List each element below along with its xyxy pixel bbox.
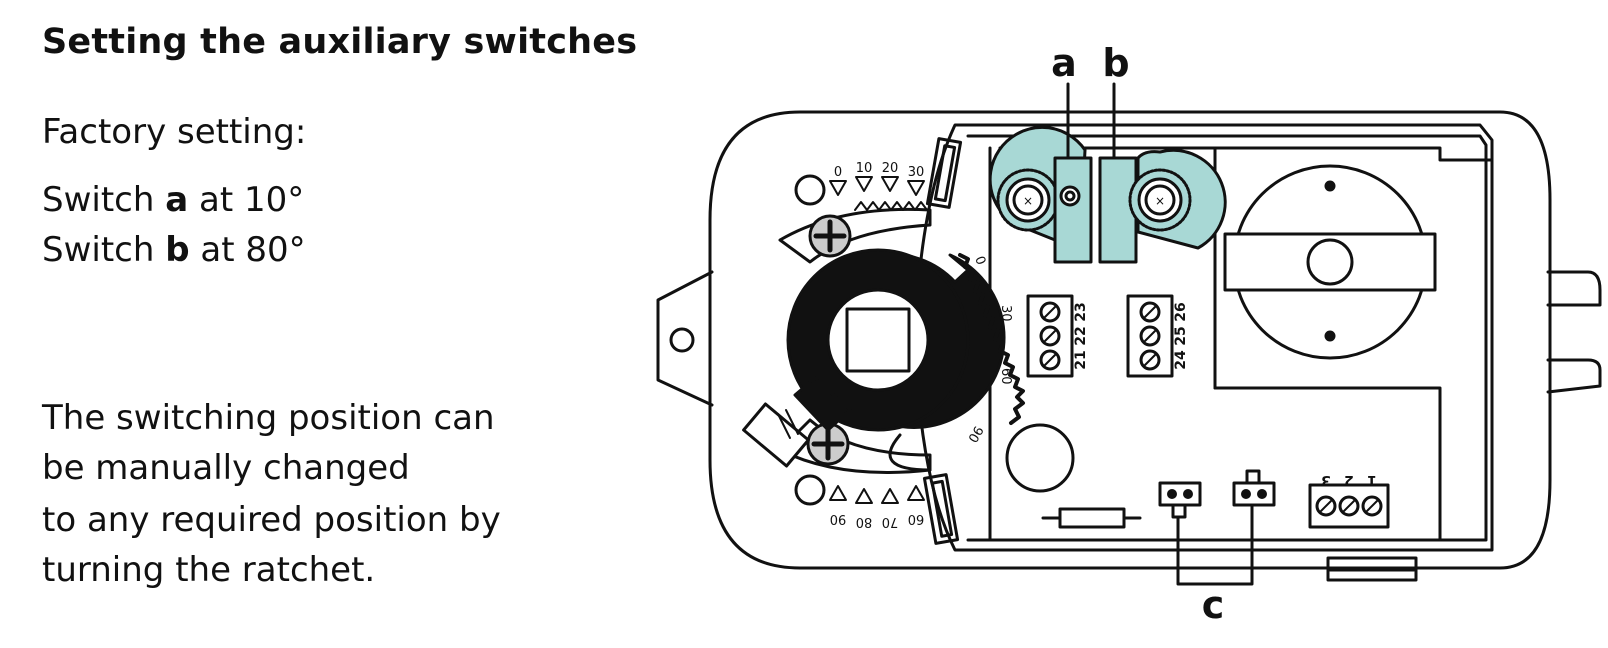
switch-a-id: a [165, 180, 189, 220]
scale-bottom-label: 90 [830, 511, 847, 526]
dial-scale-label: 30 [998, 305, 1013, 322]
indicator-hole [794, 474, 826, 506]
switch-b-value: at 80° [200, 230, 306, 270]
scale-top-label: 30 [908, 165, 925, 180]
resistor-icon [1041, 507, 1142, 529]
scale-bottom-label: 60 [908, 511, 925, 526]
terminal-label: 24 [1173, 350, 1189, 370]
scale-top-label: 10 [856, 161, 873, 176]
dial-scale-label: 90 [964, 423, 985, 445]
auxiliary-switch-a: × [988, 126, 1093, 264]
terminal-label: 2 [1344, 472, 1354, 488]
terminal-block-24-26 [1126, 294, 1174, 378]
scale-top-label: 20 [882, 161, 899, 176]
terminal-label: 3 [1321, 472, 1331, 488]
housing-outline [656, 110, 1602, 582]
callout-a-label: a [1051, 41, 1077, 85]
terminal-label: 23 [1073, 302, 1089, 321]
description-line: The switching position can [42, 398, 495, 438]
scale-top-label: 0 [834, 165, 842, 180]
description-line: turning the ratchet. [42, 550, 376, 590]
terminal-label: 22 [1073, 326, 1089, 345]
manual-lever [742, 402, 810, 468]
description-line: be manually changed [42, 448, 410, 488]
switch-b-prefix: Switch [42, 230, 155, 270]
scale-area: 0 10 20 30 90 80 70 60 [794, 137, 963, 545]
terminal-label: 25 [1173, 326, 1189, 345]
drive-shaft [786, 248, 1025, 432]
cable-gland [1005, 423, 1075, 493]
section-heading: Setting the auxiliary switches [42, 22, 638, 62]
terminal-block-21-23 [1026, 294, 1074, 378]
switch-a-setting: Switch a at 10° [42, 180, 304, 220]
actuator-diagram: 0 10 20 30 90 80 70 60 [656, 41, 1602, 627]
terminal-label: 1 [1367, 472, 1377, 488]
limit-clip-bottom [922, 473, 960, 545]
jumper-left [1158, 481, 1202, 519]
switch-a-prefix: Switch [42, 180, 155, 220]
scale-top-markers [829, 176, 925, 196]
mounting-hole [669, 327, 695, 353]
callout-c-label: c [1202, 583, 1225, 627]
callout-b-label: b [1102, 41, 1129, 85]
scale-bottom-label: 70 [882, 514, 899, 529]
bottom-tab [1326, 556, 1418, 582]
scale-bottom-label: 80 [856, 514, 873, 529]
factory-setting-label: Factory setting: [42, 112, 307, 152]
screw-icon [806, 422, 850, 466]
scale-bottom-markers [829, 485, 925, 504]
screw-icon [808, 214, 852, 258]
svg-text:×: × [1155, 194, 1165, 208]
jumper-right [1232, 469, 1276, 507]
terminal-label: 26 [1173, 302, 1189, 321]
svg-text:×: × [1023, 194, 1033, 208]
terminal-label: 21 [1073, 350, 1089, 369]
switch-b-id: b [165, 230, 190, 270]
terminal-block-1-3 [1308, 483, 1390, 529]
callout-c-line [1176, 503, 1254, 586]
dial-scale-label: 0 [971, 254, 988, 267]
potentiometer-disc [1223, 164, 1437, 360]
auxiliary-switch-b: × [1098, 148, 1227, 264]
switch-a-value: at 10° [199, 180, 305, 220]
dial-scale-label: 60 [998, 368, 1013, 385]
limit-clip-top [925, 137, 963, 209]
description-line: to any required position by [42, 500, 501, 540]
indicator-hole [794, 174, 826, 206]
switch-b-setting: Switch b at 80° [42, 230, 306, 270]
